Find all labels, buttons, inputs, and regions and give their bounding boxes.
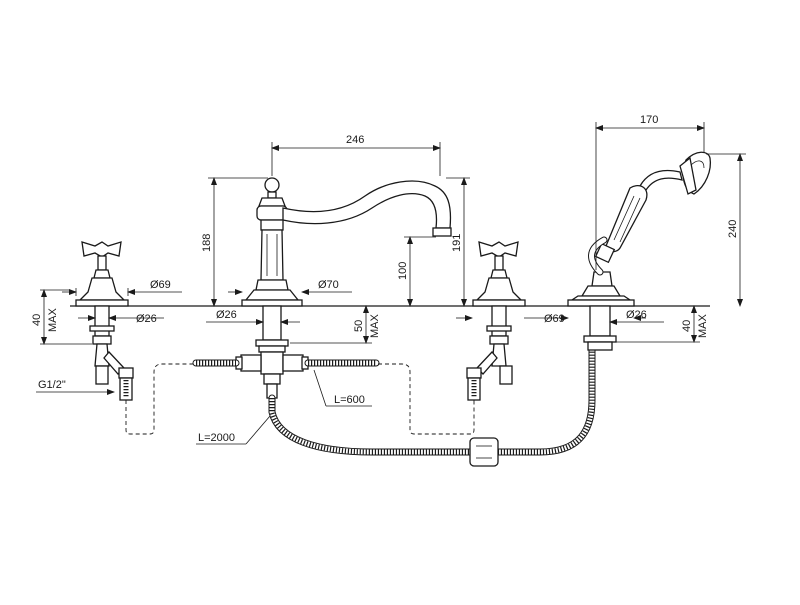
dim-right-base-dia-label: Ø69 bbox=[544, 313, 565, 325]
dim-spout-reach: 246 bbox=[271, 134, 441, 176]
right-cross-handle-valve bbox=[466, 241, 526, 401]
dim-spout-clearance: 100 bbox=[397, 236, 436, 307]
dashed-connections bbox=[125, 363, 475, 435]
dim-spout-outlet-height-label: 191 bbox=[451, 234, 463, 252]
dim-left-base-dia: Ø69 bbox=[62, 279, 182, 296]
dim-left-shank-dia: Ø26 bbox=[78, 313, 164, 325]
left-cross-handle-valve bbox=[75, 241, 134, 401]
dim-right-deck-max: 40 MAX bbox=[616, 305, 709, 343]
dim-left-base-dia-label: Ø69 bbox=[150, 279, 171, 291]
dim-center-shank-dia: Ø26 bbox=[206, 309, 300, 325]
long-hose bbox=[268, 346, 596, 467]
dim-handshower-height: 240 bbox=[706, 153, 746, 307]
dim-left-shank-dia-label: Ø26 bbox=[136, 313, 157, 325]
dim-right-deck-max-label: MAX bbox=[697, 314, 709, 339]
handshower bbox=[567, 151, 712, 351]
dim-spout-clearance-label: 100 bbox=[397, 262, 409, 280]
callout-thread: G1/2" bbox=[36, 379, 115, 395]
dim-left-deck-max-value: 40 bbox=[31, 314, 43, 326]
dim-right-shank-dia: Ø26 bbox=[456, 309, 664, 325]
dim-center-base-dia-label: Ø70 bbox=[318, 279, 339, 291]
dim-center-base-dia: Ø70 bbox=[228, 279, 352, 295]
dim-center-deck-max-value: 50 bbox=[353, 320, 365, 332]
dim-handshower-width-label: 170 bbox=[640, 114, 658, 126]
dim-center-deck-max-label: MAX bbox=[369, 314, 381, 339]
callout-hose-short-label: L=600 bbox=[334, 394, 365, 406]
dim-left-deck-max: 40 MAX bbox=[31, 289, 92, 345]
dim-handshower-width: 170 bbox=[595, 114, 705, 270]
dim-right-shank-dia-label: Ø26 bbox=[626, 309, 647, 321]
center-spout bbox=[235, 177, 452, 399]
dim-right-base-dia: Ø69 bbox=[524, 313, 646, 325]
dim-spout-height: 188 bbox=[201, 177, 268, 307]
dim-left-deck-max-label: MAX bbox=[47, 308, 59, 333]
dim-spout-outlet-height: 191 bbox=[446, 177, 470, 307]
dim-center-deck-max: 50 MAX bbox=[290, 305, 381, 344]
dim-spout-height-label: 188 bbox=[201, 234, 213, 252]
callout-thread-label: G1/2" bbox=[38, 379, 66, 391]
dim-spout-reach-label: 246 bbox=[346, 134, 364, 146]
callout-hose-long: L=2000 bbox=[196, 415, 271, 445]
callout-hose-long-label: L=2000 bbox=[198, 432, 235, 444]
dim-center-shank-dia-label: Ø26 bbox=[216, 309, 237, 321]
dim-right-deck-max-value: 40 bbox=[681, 320, 693, 332]
callout-hose-short: L=600 bbox=[313, 369, 372, 407]
dim-handshower-height-label: 240 bbox=[727, 220, 739, 238]
